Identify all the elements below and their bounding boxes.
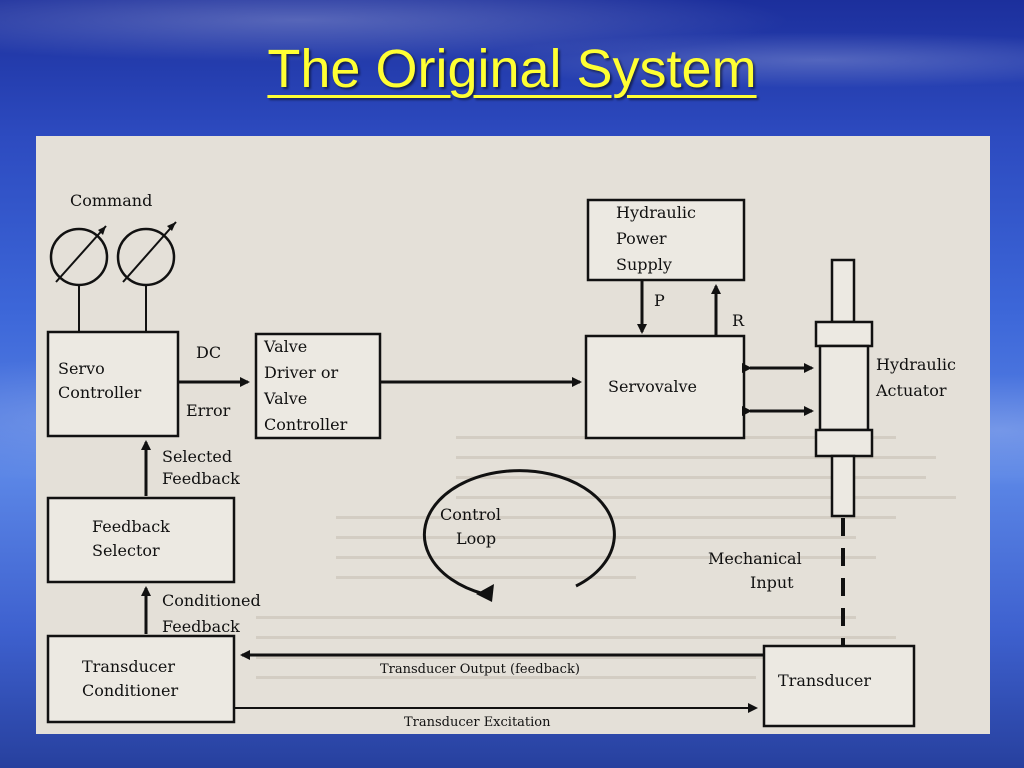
transducer-label: Transducer	[778, 671, 871, 690]
servo-controller-label-1: Servo	[58, 359, 105, 378]
error-label: Error	[186, 401, 231, 420]
command-meter-1-icon	[49, 225, 109, 332]
control-loop-icon	[422, 469, 616, 602]
valve-driver-label-2: Driver or	[264, 363, 338, 382]
power-supply-label-1: Hydraulic	[616, 203, 696, 222]
valve-driver-label-1: Valve	[263, 337, 307, 356]
power-supply-label-2: Power	[616, 229, 667, 248]
hydraulic-actuator-label-1: Hydraulic	[876, 355, 956, 374]
transducer-box	[762, 644, 916, 728]
servovalve-box	[584, 334, 746, 440]
control-loop-label-1: Control	[440, 505, 501, 524]
selected-feedback-label-1: Selected	[162, 447, 232, 466]
diagram-panel: Command Servo Controller DC Error Valve …	[36, 136, 990, 734]
p-label: P	[654, 291, 665, 310]
r-label: R	[732, 311, 745, 330]
feedback-selector-box	[46, 496, 236, 584]
command-meter-2-icon	[116, 221, 177, 332]
hydraulic-actuator-icon	[814, 258, 874, 518]
valve-driver-label-4: Controller	[264, 415, 348, 434]
power-supply-label-3: Supply	[616, 255, 672, 274]
control-loop-label-2: Loop	[456, 529, 496, 548]
slide-title: The Original System	[267, 39, 757, 99]
dc-label: DC	[196, 343, 221, 362]
block-diagram: Command Servo Controller DC Error Valve …	[46, 191, 956, 730]
transducer-conditioner-label-1: Transducer	[82, 657, 175, 676]
conditioned-feedback-label-1: Conditioned	[162, 591, 261, 610]
servo-controller-label-2: Controller	[58, 383, 142, 402]
transducer-conditioner-box	[46, 634, 236, 724]
servo-controller-box	[46, 330, 180, 438]
valve-driver-label-3: Valve	[263, 389, 307, 408]
transducer-conditioner-label-2: Conditioner	[82, 681, 178, 700]
hydraulic-power-supply-box	[586, 198, 746, 282]
transducer-output-label: Transducer Output (feedback)	[380, 662, 580, 677]
servovalve-label: Servovalve	[608, 377, 697, 396]
mechanical-input-label-2: Input	[750, 573, 794, 592]
mechanical-input-label-1: Mechanical	[708, 549, 802, 568]
feedback-selector-label-2: Selector	[92, 541, 160, 560]
conditioned-feedback-label-2: Feedback	[162, 617, 240, 636]
valve-driver-box	[254, 332, 382, 440]
feedback-selector-label-1: Feedback	[92, 517, 170, 536]
hydraulic-actuator-label-2: Actuator	[875, 381, 947, 400]
selected-feedback-label-2: Feedback	[162, 469, 240, 488]
command-label: Command	[70, 191, 152, 210]
transducer-excitation-label: Transducer Excitation	[404, 715, 551, 730]
